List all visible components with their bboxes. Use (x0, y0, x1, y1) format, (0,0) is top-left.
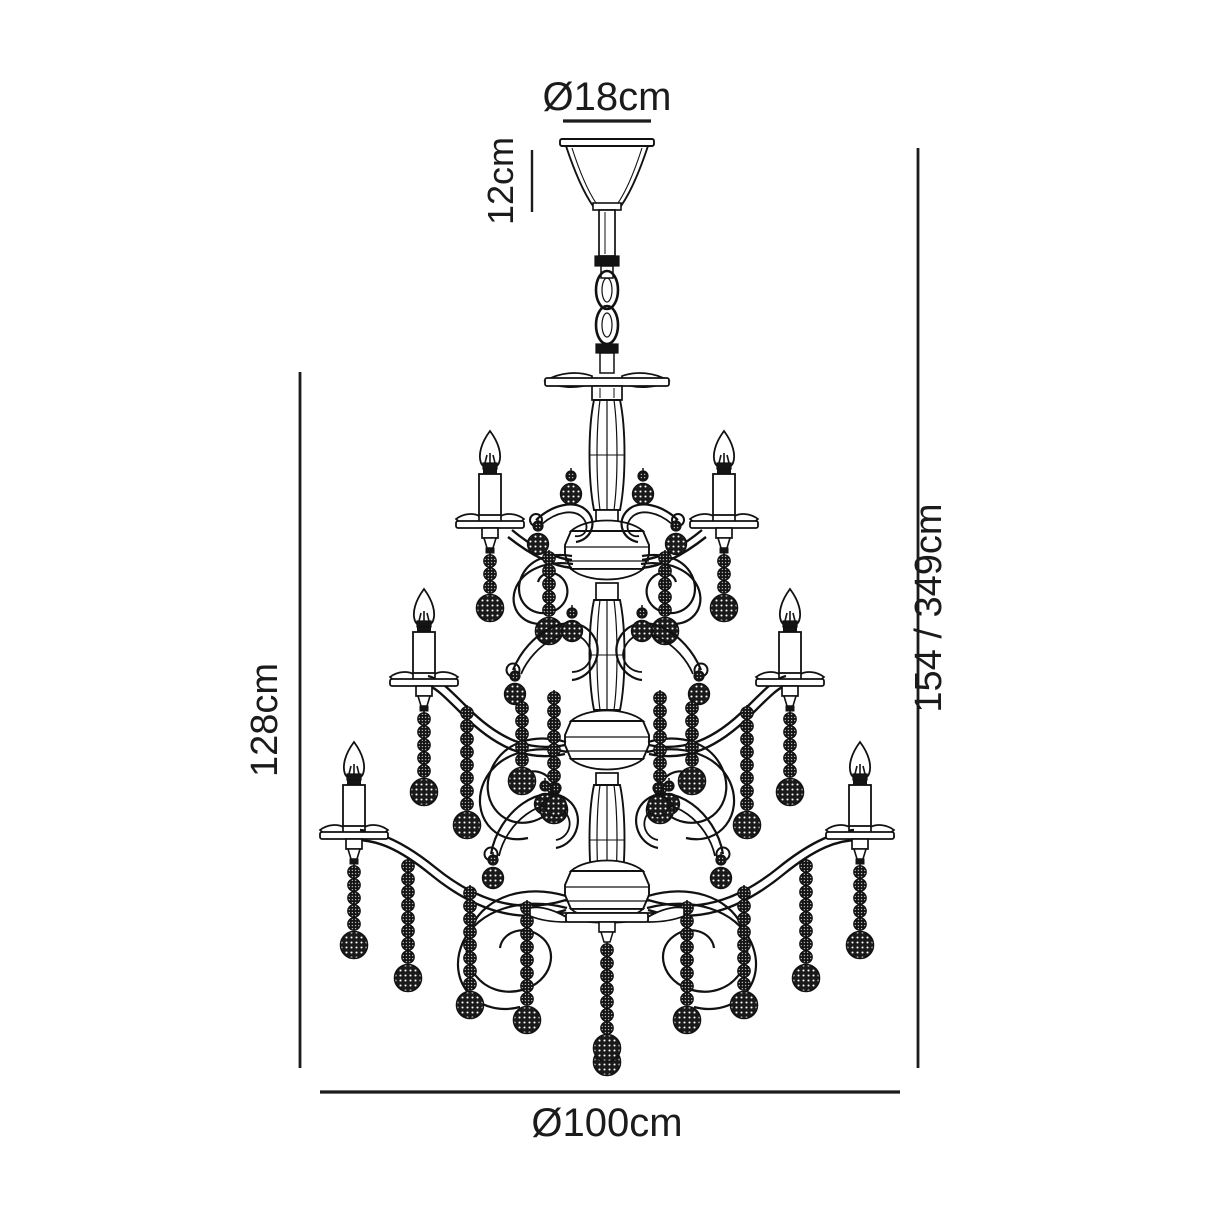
bead-strand (679, 700, 706, 795)
upper-tier (455, 430, 759, 645)
bottom-finial (529, 906, 685, 1075)
central-column (564, 399, 650, 921)
bead-strand (793, 858, 820, 992)
canopy-height-label: 12cm (480, 137, 521, 225)
bead-strand (674, 900, 701, 1034)
body-height-label: 128cm (244, 663, 286, 777)
bead-strand (395, 858, 422, 992)
bead-strand (509, 700, 536, 795)
canopy (559, 138, 655, 211)
crown-plate (543, 372, 671, 401)
bead-strand (454, 705, 481, 839)
chandelier-illustration (319, 138, 895, 1076)
lower-tier (319, 741, 895, 1034)
scroll-arm-middle-right (615, 605, 736, 841)
suspension-chain (594, 209, 620, 374)
total-height-label: 154 / 349cm (908, 503, 950, 712)
top-diameter-label: Ø18cm (543, 75, 672, 119)
bead-strand (734, 705, 761, 839)
scroll-arm-middle-left (478, 605, 599, 841)
dimension-lines (298, 119, 920, 1094)
bottom-diameter-label: Ø100cm (531, 1101, 682, 1145)
scroll-arm-lower-right (635, 780, 758, 1010)
bead-strand (514, 900, 541, 1034)
middle-tier (389, 588, 825, 841)
